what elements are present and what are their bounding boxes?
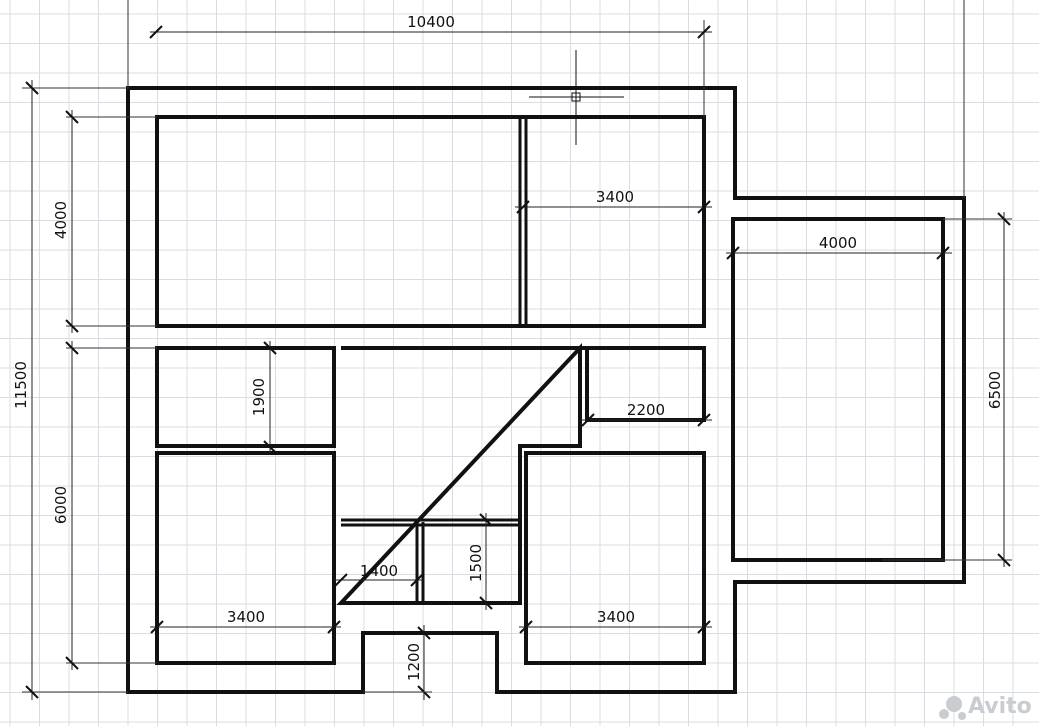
dim-bottom-zone-height: 6000 (52, 341, 157, 670)
dim-bottom-left-room: 3400 (150, 608, 341, 634)
dim-top-zone-height: 4000 (52, 110, 157, 333)
dim-label-1500: 1500 (467, 544, 485, 582)
dim-annex-height: 6500 (882, 0, 1012, 567)
dim-annex-width: 4000 (726, 234, 952, 260)
dim-label-4000-left: 4000 (52, 201, 70, 239)
dim-label-10400: 10400 (407, 13, 455, 31)
room-left-small (155, 346, 336, 448)
dim-porch-depth: 1200 (363, 625, 432, 700)
watermark: Avito (939, 694, 1032, 720)
dim-bottom-right-room: 3400 (519, 608, 712, 634)
room-bottom-right (524, 451, 706, 665)
room-bottom-left (155, 451, 336, 665)
dim-bath-height: 1500 (467, 513, 493, 610)
dim-label-3400-top: 3400 (596, 188, 634, 206)
dim-right-small-room: 2200 (580, 401, 712, 427)
annex-room (731, 217, 945, 562)
inner-wall-loop (155, 115, 706, 328)
dim-bath-width: 1400 (334, 562, 424, 587)
dim-label-1400: 1400 (360, 562, 398, 580)
dim-overall-width: 10400 (127, 0, 712, 117)
dim-label-6000: 6000 (52, 486, 70, 524)
dim-label-3400-bottom-left: 3400 (227, 608, 265, 626)
dim-label-3400-bottom-right: 3400 (597, 608, 635, 626)
dim-overall-height: 11500 (12, 80, 128, 700)
dim-top-right-room: 3400 (515, 188, 712, 214)
dim-label-11500: 11500 (12, 361, 30, 409)
dim-label-4000-annex: 4000 (819, 234, 857, 252)
dim-label-1200: 1200 (405, 643, 423, 681)
crosshair-cursor-icon (529, 50, 624, 145)
dim-label-6500: 6500 (986, 371, 1004, 409)
avito-logo-icon (939, 696, 966, 720)
dim-left-small-room: 1900 (250, 341, 277, 454)
watermark-text: Avito (968, 694, 1032, 719)
dim-label-1900: 1900 (250, 378, 268, 416)
dim-label-2200: 2200 (627, 401, 665, 419)
